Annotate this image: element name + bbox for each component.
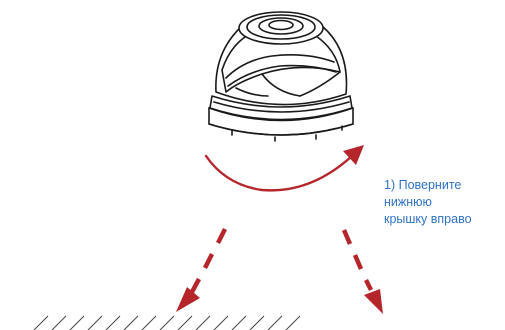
dome-camera-icon	[208, 11, 354, 142]
instruction-text: 1) Поверните нижнюю крышку вправо	[384, 177, 505, 228]
rotation-arrow-icon	[204, 145, 364, 192]
ceiling-hatching	[33, 315, 301, 330]
instruction-line: крышку вправо	[384, 212, 472, 226]
instruction-line: 1) Поверните	[384, 178, 462, 192]
instruction-line: нижнюю	[384, 195, 432, 209]
dashed-down-arrow-icon	[176, 227, 228, 312]
dashed-down-arrow-icon	[341, 229, 383, 314]
